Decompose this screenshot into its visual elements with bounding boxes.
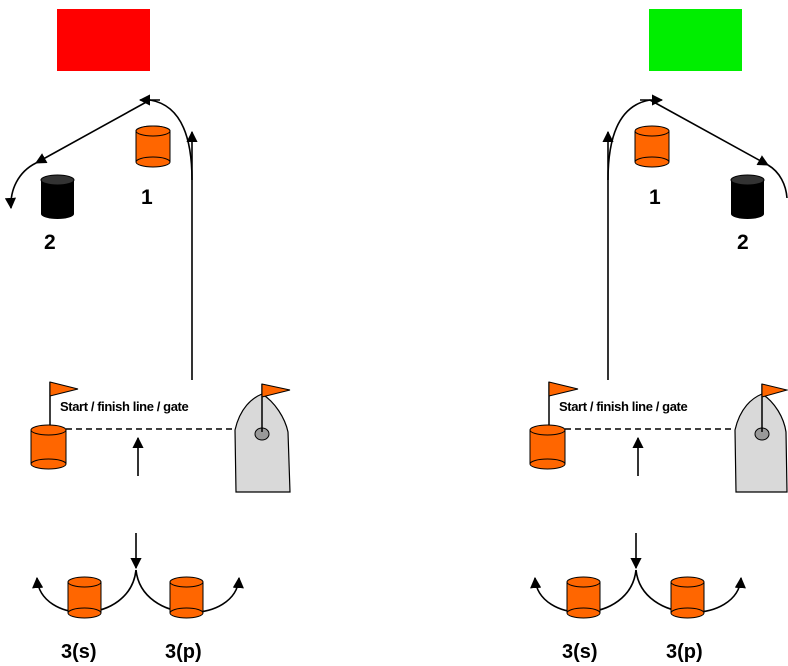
left-panel: 1 2 Start / finish line / gate — [4, 9, 291, 663]
rounding-mark2-right — [767, 164, 788, 199]
rounding-arc-left — [149, 99, 193, 181]
mark-3p-buoy-left — [169, 576, 204, 619]
mark-1-buoy-right — [634, 125, 670, 168]
leg-to-mark2-left — [35, 99, 151, 164]
pin-buoy-left — [30, 424, 67, 470]
committee-boat-left — [234, 383, 291, 493]
mark-3p-label-left: 3(p) — [165, 641, 202, 663]
right-panel: 1 2 Start / finish line / gate — [529, 9, 788, 663]
signal-flag-right — [649, 9, 742, 71]
mark-1-label-right: 1 — [649, 186, 661, 209]
mark-2-buoy-right — [730, 174, 765, 219]
mark-2-buoy-left — [40, 174, 75, 219]
rounding-mark2-left — [4, 162, 37, 210]
mark-1-buoy-left — [135, 125, 171, 168]
mark-3s-label-left: 3(s) — [61, 641, 97, 663]
mark-3p-label-right: 3(p) — [666, 641, 703, 663]
signal-flag-left — [57, 9, 150, 71]
pin-flag-left — [49, 381, 79, 432]
mark-1-label-left: 1 — [141, 186, 153, 209]
mark-3p-buoy-right — [670, 576, 705, 619]
committee-boat-right — [734, 383, 788, 493]
mark-3s-label-right: 3(s) — [562, 641, 598, 663]
pin-buoy-right — [529, 424, 566, 470]
mark-3s-buoy-right — [566, 576, 601, 619]
gate-label-right: Start / finish line / gate — [559, 399, 687, 414]
mark-2-label-right: 2 — [737, 231, 749, 254]
leg-to-mark2-right — [649, 99, 769, 166]
mark-3s-buoy-left — [67, 576, 102, 619]
pin-flag-right — [548, 381, 579, 432]
gate-label-left: Start / finish line / gate — [60, 399, 188, 414]
rounding-arc-right — [607, 99, 651, 181]
mark-2-label-left: 2 — [44, 231, 56, 254]
